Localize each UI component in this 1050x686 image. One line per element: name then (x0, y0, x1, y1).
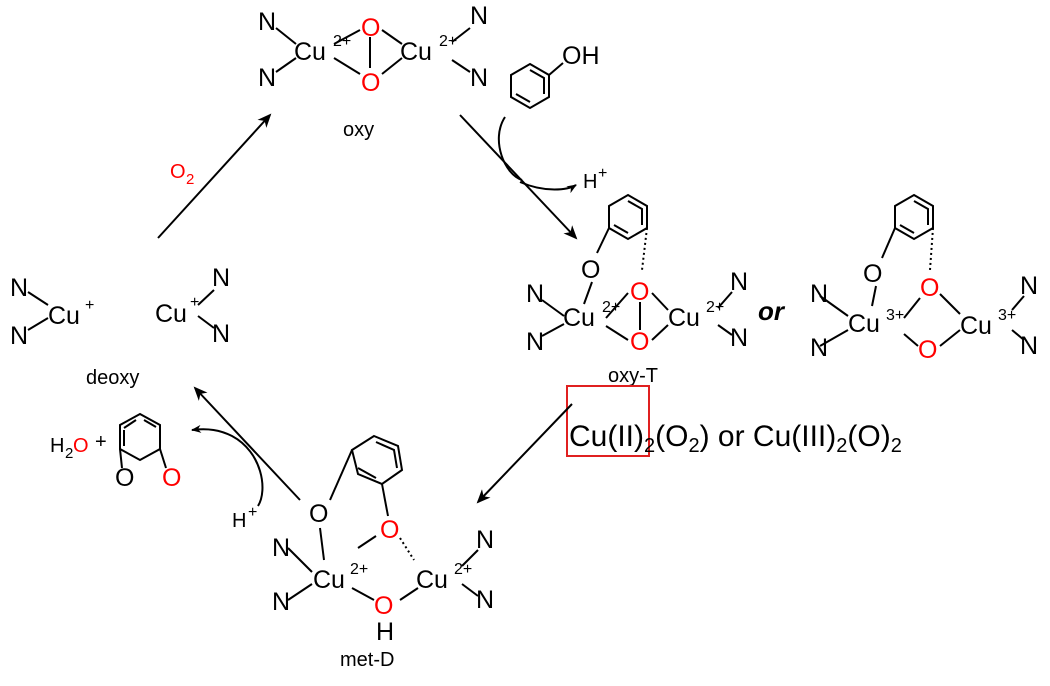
oxygen-label: O (374, 592, 393, 620)
copper-label: Cu (416, 566, 448, 594)
o2-label: O (170, 161, 186, 183)
nitrogen-label: N (10, 322, 28, 350)
oxygen-label: O (309, 500, 328, 528)
copper-label: Cu (960, 312, 992, 340)
water-o-label: O (73, 435, 89, 457)
nitrogen-label: N (810, 280, 828, 308)
copper-label: Cu (294, 38, 326, 66)
nitrogen-label: N (272, 588, 290, 616)
nitrogen-label: N (470, 64, 488, 92)
copper-label: Cu (563, 304, 595, 332)
nitrogen-label: N (1020, 332, 1038, 360)
charge-label: 2+ (706, 299, 724, 316)
charge-label: + (85, 297, 94, 314)
copper-label: Cu (155, 300, 187, 328)
nitrogen-label: N (476, 586, 494, 614)
nitrogen-label: N (1020, 272, 1038, 300)
species-label-oxyT: oxy-T (608, 365, 658, 387)
species-label-metD: met-D (340, 649, 394, 671)
nitrogen-label: N (470, 2, 488, 30)
species-label-deoxy: deoxy (86, 367, 139, 389)
oxygen-label: O (115, 464, 134, 492)
products-group: H 2 O + O O (50, 412, 181, 492)
copper-label: Cu (400, 38, 432, 66)
charge-label: 2+ (454, 561, 472, 578)
charge-label: 2+ (350, 561, 368, 578)
charge-label: 2+ (439, 33, 457, 50)
oxygen-label: O (162, 464, 181, 492)
nitrogen-label: N (476, 526, 494, 554)
copper-label: Cu (313, 566, 345, 594)
species-label-oxy: oxy (343, 119, 374, 141)
nitrogen-label: N (272, 534, 290, 562)
plus-sign: + (95, 431, 107, 453)
proton-release-curve (519, 181, 577, 194)
proton-label: H (583, 171, 597, 193)
arrow-oxy-to-oxyT (459, 114, 578, 240)
proton-label: H (232, 510, 246, 532)
nitrogen-label: N (258, 64, 276, 92)
nitrogen-label: N (212, 320, 230, 348)
copper-label: Cu (848, 310, 880, 338)
copper-label: Cu (668, 304, 700, 332)
cuIII-complex: O O O N N Cu 3+ Cu 3+ N N (810, 193, 1038, 364)
arrow-oxyT-to-metD (476, 403, 573, 504)
arrow-deoxy-to-oxy (157, 113, 272, 239)
charge-label: + (190, 294, 199, 311)
highlight-box (566, 385, 650, 457)
oxygen-label: O (361, 14, 380, 42)
oxygen-label: O (918, 336, 937, 364)
nitrogen-label: N (730, 324, 748, 352)
oxygen-label: O (581, 256, 600, 284)
nitrogen-label: N (10, 274, 28, 302)
hydrogen-label: H (376, 618, 394, 646)
charge-label: 2+ (602, 299, 620, 316)
proton-charge: + (598, 165, 607, 182)
oxygen-label: O (920, 274, 939, 302)
o2-subscript: 2 (186, 171, 194, 188)
nitrogen-label: N (526, 280, 544, 308)
copper-label: Cu (48, 302, 80, 330)
phenol-structure: OH (510, 42, 600, 110)
nitrogen-label: N (212, 264, 230, 292)
oxygen-label: O (380, 516, 399, 544)
water-h-label: H (50, 435, 64, 457)
deoxy-complex: N N Cu + Cu + N N deoxy (10, 264, 230, 389)
hydroxyl-label: OH (562, 42, 600, 70)
or-connector: or (758, 296, 786, 326)
metD-complex: O O N N Cu 2+ O H Cu 2+ N N met-D (272, 434, 494, 671)
formula-text: Cu(II)2(O2) or Cu(III)2(O)2 (569, 420, 902, 457)
oxygen-label: O (863, 260, 882, 288)
nitrogen-label: N (526, 328, 544, 356)
arrow-metD-to-deoxy (193, 386, 301, 501)
charge-label: 3+ (998, 307, 1016, 324)
charge-label: 3+ (886, 307, 904, 324)
oxygen-label: O (630, 278, 649, 306)
nitrogen-label: N (730, 268, 748, 296)
product-release-curve (191, 424, 264, 507)
charge-label: 2+ (333, 33, 351, 50)
oxy-complex: N N Cu 2+ O O Cu 2+ N N oxy (258, 2, 488, 141)
nitrogen-label: N (810, 334, 828, 362)
oxygen-label: O (361, 69, 380, 97)
oxygen-label: O (630, 328, 649, 356)
nitrogen-label: N (258, 8, 276, 36)
proton-charge: + (248, 504, 257, 521)
water-subscript: 2 (65, 445, 73, 462)
oxyT-complex: O O O N N Cu 2+ Cu 2+ N N oxy-T (526, 193, 748, 387)
phenol-entry-curve (497, 116, 523, 181)
